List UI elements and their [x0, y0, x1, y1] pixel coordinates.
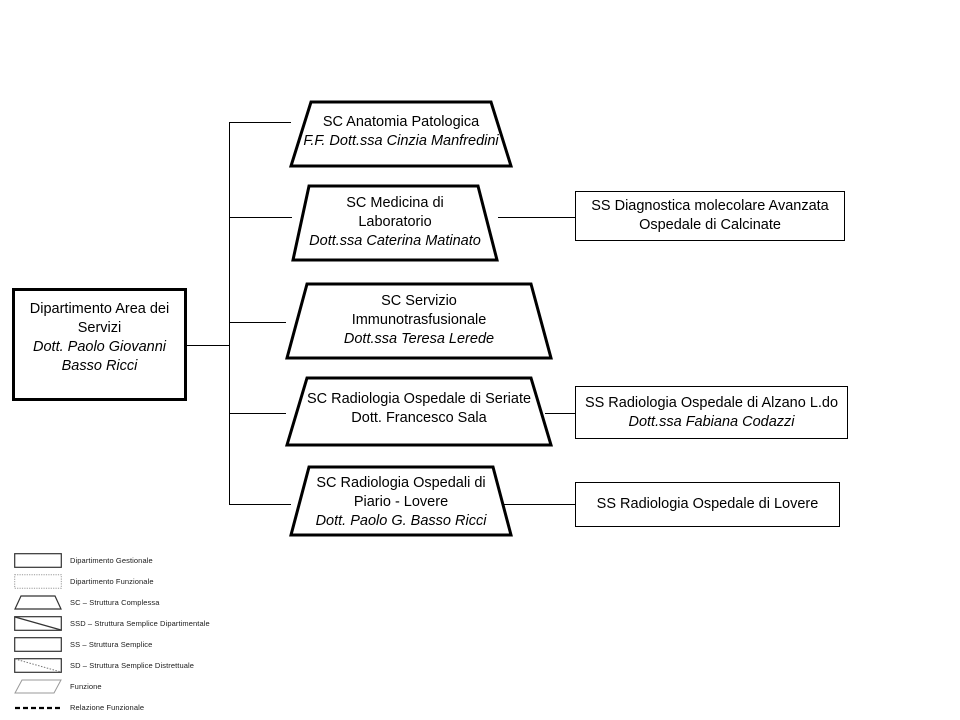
ss-diagnostica-molecolare-box[interactable]: SS Diagnostica molecolare Avanzata Osped…	[575, 191, 845, 241]
legend-label-relazione-funzionale: Relazione Funzionale	[70, 703, 145, 712]
connector-ss-alzano	[545, 413, 576, 414]
trapezoid-shape	[285, 282, 553, 360]
ss-radiologia-alzano-subtitle: Dott.ssa Fabiana Codazzi	[628, 413, 795, 430]
legend-row-ssd: SSD – Struttura Semplice Dipartimentale	[14, 613, 294, 634]
root-subtitle-line1: Dott. Paolo Giovanni	[33, 338, 166, 355]
rect-solid-icon	[14, 553, 62, 568]
trapezoid-shape	[288, 100, 514, 168]
sc-medicina-laboratorio-line1: SC Medicina di	[346, 195, 444, 211]
connector-branch-4	[229, 413, 286, 414]
legend-row-dipartimento-funzionale: Dipartimento Funzionale	[14, 571, 294, 592]
sc-radiologia-piario-lovere-node[interactable]: SC Radiologia Ospedali di Piario - Lover…	[289, 465, 513, 537]
ss-diagnostica-molecolare-line1: SS Diagnostica molecolare Avanzata	[591, 198, 829, 215]
sc-medicina-laboratorio-line2: Laboratorio	[358, 214, 432, 231]
legend-row-sc: SC – Struttura Complessa	[14, 592, 294, 613]
sc-medicina-laboratorio-subtitle: Dott.ssa Caterina Matinato	[309, 233, 481, 250]
sc-radiologia-piario-lovere-line2: Piario - Lovere	[353, 494, 449, 511]
connector-ss-lovere	[498, 504, 575, 505]
dashed-line-icon	[14, 700, 62, 715]
legend-label-sd: SD – Struttura Semplice Distrettuale	[70, 661, 195, 670]
legend-row-sd: SD – Struttura Semplice Distrettuale	[14, 655, 294, 676]
connector-root-stub	[186, 345, 230, 346]
sc-radiologia-piario-lovere-line1: SC Radiologia Ospedali di	[316, 475, 486, 491]
ss-radiologia-lovere-box[interactable]: SS Radiologia Ospedale di Lovere	[575, 482, 840, 527]
sc-anatomia-patologica-node[interactable]: SC Anatomia Patologica F.F. Dott.ssa Cin…	[288, 100, 514, 168]
legend-row-ss: SS – Struttura Semplice	[14, 634, 294, 655]
ss-radiologia-alzano-box[interactable]: SS Radiologia Ospedale di Alzano L.do Do…	[575, 386, 848, 439]
connector-spine	[229, 122, 230, 505]
sc-servizio-immunotrasfusionale-subtitle: Dott.ssa Teresa Lerede	[343, 331, 495, 348]
legend-row-relazione-funzionale: Relazione Funzionale	[14, 697, 294, 718]
legend-label-funzione: Funzione	[70, 682, 102, 691]
legend-label-ss: SS – Struttura Semplice	[70, 640, 153, 649]
rect-diagonal-dotted-icon	[14, 658, 62, 673]
trapezoid-shape	[284, 376, 554, 447]
legend-label-ssd: SSD – Struttura Semplice Dipartimentale	[70, 619, 210, 628]
connector-branch-1	[229, 122, 291, 123]
sc-radiologia-seriate-node[interactable]: SC Radiologia Ospedale di Seriate Dott. …	[284, 376, 554, 447]
legend-label-sc: SC – Struttura Complessa	[70, 598, 160, 607]
rect-plain-icon	[14, 637, 62, 652]
root-department-box[interactable]: Dipartimento Area dei Servizi Dott. Paol…	[12, 288, 187, 401]
sc-anatomia-patologica-line1: SC Anatomia Patologica	[322, 114, 480, 130]
rect-dotted-icon	[14, 574, 62, 589]
legend-row-funzione: Funzione	[14, 676, 294, 697]
sc-servizio-immunotrasfusionale-node[interactable]: SC Servizio Immunotrasfusionale Dott.ssa…	[285, 282, 553, 360]
root-title-line1: Dipartimento Area dei	[29, 301, 170, 317]
trapezoid-shape	[289, 465, 513, 537]
connector-branch-5	[229, 504, 291, 505]
connector-branch-3	[229, 322, 286, 323]
legend: Dipartimento Gestionale Dipartimento Fun…	[14, 550, 294, 718]
sc-anatomia-patologica-subtitle: F.F. Dott.ssa Cinzia Manfredini	[303, 133, 499, 150]
ss-radiologia-alzano-line1: SS Radiologia Ospedale di Alzano L.do	[584, 394, 839, 411]
legend-label-dipartimento-funzionale: Dipartimento Funzionale	[70, 577, 154, 586]
connector-ss-diagnostica	[498, 217, 575, 218]
trapezoid-shape	[291, 184, 499, 262]
sc-radiologia-piario-lovere-subtitle: Dott. Paolo G. Basso Ricci	[315, 513, 487, 530]
sc-servizio-immunotrasfusionale-line1: SC Servizio	[381, 293, 457, 309]
legend-row-dipartimento-gestionale: Dipartimento Gestionale	[14, 550, 294, 571]
rect-diagonal-icon	[14, 616, 62, 631]
legend-label-dipartimento-gestionale: Dipartimento Gestionale	[70, 556, 153, 565]
connector-branch-2	[229, 217, 292, 218]
sc-radiologia-seriate-subtitle: Dott. Francesco Sala	[351, 410, 487, 427]
root-subtitle-line2: Basso Ricci	[61, 357, 138, 374]
sc-medicina-laboratorio-node[interactable]: SC Medicina di Laboratorio Dott.ssa Cate…	[291, 184, 499, 262]
parallelogram-icon	[14, 679, 62, 694]
trapezoid-icon	[14, 595, 62, 610]
root-title-line2: Servizi	[77, 319, 122, 336]
sc-servizio-immunotrasfusionale-line2: Immunotrasfusionale	[351, 312, 487, 329]
sc-radiologia-seriate-line1: SC Radiologia Ospedale di Seriate	[306, 391, 532, 407]
ss-radiologia-lovere-line1: SS Radiologia Ospedale di Lovere	[596, 496, 819, 513]
ss-diagnostica-molecolare-line2: Ospedale di Calcinate	[639, 217, 781, 233]
